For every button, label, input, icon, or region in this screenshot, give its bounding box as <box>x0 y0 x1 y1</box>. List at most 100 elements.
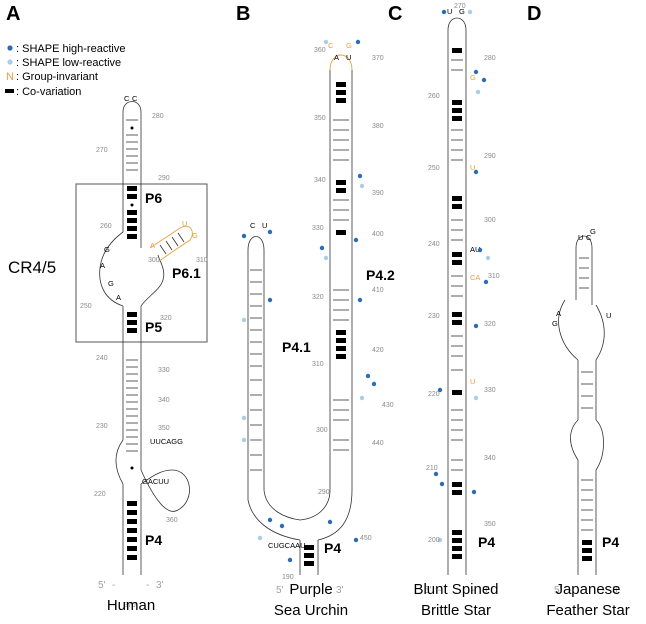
dash-b-left: - <box>290 585 293 596</box>
svg-text:CA: CA <box>470 273 480 282</box>
num-b-390: 390 <box>372 190 384 197</box>
dash-b-right: - <box>326 585 329 596</box>
num-c-350: 350 <box>484 521 496 528</box>
num-b-450: 450 <box>360 535 372 542</box>
svg-text:G: G <box>192 231 198 240</box>
legend-covariation-bar <box>5 89 14 93</box>
num-a-340: 340 <box>158 397 170 404</box>
svg-text:A: A <box>556 309 561 318</box>
panel-a-p61-strand <box>149 225 193 263</box>
num-c-320: 320 <box>484 321 496 328</box>
svg-text:U: U <box>262 221 267 230</box>
dash-a-left: - <box>112 580 115 591</box>
three-prime-d: 3' <box>612 585 620 596</box>
p4-label-d: P4 <box>602 534 619 550</box>
p4-1-label: P4.1 <box>282 339 311 355</box>
three-prime-c: 3' <box>482 585 490 596</box>
panel-b-numbering: 360 370 350 380 340 390 330 400 320 410 … <box>282 47 394 581</box>
svg-text:A: A <box>150 241 155 250</box>
num-a-320: 320 <box>160 315 172 322</box>
legend-high-reactive-dot <box>7 45 13 51</box>
num-a-370: 370 <box>124 602 136 609</box>
panel-a-p6-pairs <box>127 186 137 239</box>
svg-text:C: C <box>132 94 138 103</box>
legend-low-reactive-label: : SHAPE low-reactive <box>16 57 121 69</box>
cr45-label: CR4/5 <box>8 258 56 277</box>
panel-b-covariation-bars <box>336 82 346 359</box>
panel-b-p4-pairs <box>304 545 314 566</box>
panel-b-left-arm-outer <box>247 250 301 541</box>
num-a-220: 220 <box>94 491 106 498</box>
species-human: Human <box>107 597 155 614</box>
num-c-230: 230 <box>428 313 440 320</box>
num-a-350: 350 <box>158 425 170 432</box>
svg-text:G: G <box>470 73 476 82</box>
num-a-360: 360 <box>166 517 178 524</box>
panel-letter-d: D <box>527 3 541 25</box>
svg-text:A: A <box>100 261 105 270</box>
legend-invariant-label: : Group-invariant <box>16 71 98 83</box>
svg-text:G: G <box>108 279 114 288</box>
species-c-line2: Brittle Star <box>421 602 491 619</box>
species-d-line2: Feather Star <box>546 602 629 619</box>
num-c-340: 340 <box>484 455 496 462</box>
panel-a-p4-pairs <box>127 501 137 560</box>
svg-text:U: U <box>470 377 475 386</box>
num-b-330: 330 <box>312 225 324 232</box>
svg-text:G: G <box>590 227 596 236</box>
num-a-250: 250 <box>80 303 92 310</box>
panel-d-covariation-bars <box>582 540 592 561</box>
five-prime-b: 5' <box>276 585 284 596</box>
num-c-270: 270 <box>454 3 466 10</box>
num-a-230: 230 <box>96 423 108 430</box>
svg-text:G: G <box>346 41 352 50</box>
panel-b-p42-pairs <box>333 119 349 451</box>
svg-text:C: C <box>250 221 256 230</box>
num-c-210: 210 <box>426 465 438 472</box>
num-b-410: 410 <box>372 287 384 294</box>
p6-label: P6 <box>145 190 162 206</box>
num-a-290: 290 <box>158 175 170 182</box>
svg-text:G: G <box>104 245 110 254</box>
num-a-270: 270 <box>96 147 108 154</box>
panel-d-pairs <box>581 479 593 531</box>
panel-c-pairs <box>451 59 463 471</box>
species-b-line2: Sea Urchin <box>274 602 348 619</box>
panel-b-left-arm-inner <box>263 250 331 521</box>
num-b-300: 300 <box>316 427 328 434</box>
num-a-330: 330 <box>158 367 170 374</box>
svg-text:C: C <box>328 41 334 50</box>
svg-text:U: U <box>470 163 475 172</box>
num-c-280: 280 <box>484 55 496 62</box>
five-prime-c: 5' <box>424 585 432 596</box>
num-b-380: 380 <box>372 123 384 130</box>
num-b-420: 420 <box>372 347 384 354</box>
species-d-line1: Japanese <box>555 581 620 598</box>
panel-a-p61-pairs <box>159 232 185 255</box>
num-b-190: 190 <box>282 574 294 581</box>
three-prime-a: 3' <box>156 580 164 591</box>
legend: : SHAPE high-reactive : SHAPE low-reacti… <box>5 43 125 98</box>
species-b-line1: Purple <box>289 581 332 598</box>
num-a-240: 240 <box>96 355 108 362</box>
svg-text:U: U <box>578 233 583 242</box>
dash-d-left: - <box>568 585 571 596</box>
panel-a-bulge-loop <box>140 469 190 512</box>
svg-text:C: C <box>124 94 130 103</box>
num-b-400: 400 <box>372 231 384 238</box>
p4-label-c: P4 <box>478 534 495 550</box>
num-a-300: 300 <box>148 257 160 264</box>
svg-text:GACUU: GACUU <box>142 477 169 486</box>
num-a-310: 310 <box>196 257 208 264</box>
three-prime-b: 3' <box>336 585 344 596</box>
num-b-310: 310 <box>312 361 324 368</box>
dash-c-left: - <box>438 585 441 596</box>
